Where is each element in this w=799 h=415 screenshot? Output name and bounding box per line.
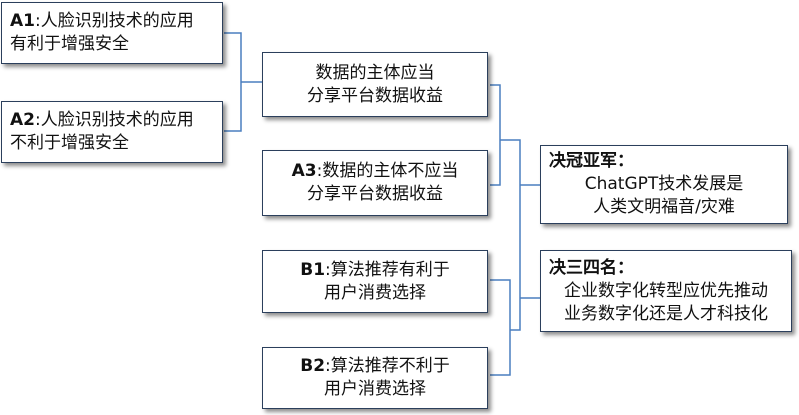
team-b2-box: B2:算法推荐不利于 用户消费选择 [262,347,488,409]
connector-a1 [224,32,242,132]
third-place-topic-line2: 业务数字化还是人才科技化 [564,303,768,324]
third-place-topic-line1: 企业数字化转型应优先推动 [564,280,768,301]
connector-junction [500,139,521,331]
final-match-title: 决冠亚军： [549,151,634,171]
team-b1-topic-line2: 用户消费选择 [324,282,426,303]
team-a2-box: A2:人脸识别技术的应用 不利于增强安全 [1,101,223,163]
final-match-box: 决冠亚军： ChatGPT技术发展是 人类文明福音/灾难 [540,145,788,224]
team-b1-box: B1:算法推荐有利于 用户消费选择 [262,250,488,313]
team-a2-topic-line2: 不利于增强安全 [10,133,129,153]
final-match-topic-line2: 人类文明福音/灾难 [593,197,735,217]
team-b2-topic-line2: 用户消费选择 [324,379,426,399]
third-place-title: 决三四名： [549,257,634,278]
connector-a12-winner [490,84,501,186]
third-place-box: 决三四名： 企业数字化转型应优先推动 业务数字化还是人才科技化 [540,250,792,332]
team-a1-topic-line1: :人脸识别技术的应用 [35,11,194,31]
team-b2-label: B2 [300,356,326,376]
final-match-topic-line1: ChatGPT技术发展是 [584,174,744,194]
team-a3-topic-line1: :数据的主体不应当 [316,161,459,181]
a12-winner-line1: 数据的主体应当 [315,62,435,83]
a12-winner-box: 数据的主体应当 分享平台数据收益 [262,52,488,117]
team-a3-label: A3 [291,161,317,181]
team-b1-label: B1 [300,259,326,280]
team-a3-topic-line2: 分享平台数据收益 [307,184,443,204]
team-a2-topic-line1: :人脸识别技术的应用 [35,110,194,130]
team-b1-topic-line1: :算法推荐有利于 [325,259,450,280]
team-a2-label: A2 [10,110,35,130]
team-a1-topic-line2: 有利于增强安全 [10,34,129,54]
team-a3-box: A3:数据的主体不应当 分享平台数据收益 [262,150,488,216]
team-b2-topic-line1: :算法推荐不利于 [325,356,450,376]
team-a1-label: A1 [10,11,35,31]
a12-winner-line2: 分享平台数据收益 [307,85,443,106]
team-a1-box: A1:人脸识别技术的应用 有利于增强安全 [1,2,223,64]
connector-b [490,279,511,376]
